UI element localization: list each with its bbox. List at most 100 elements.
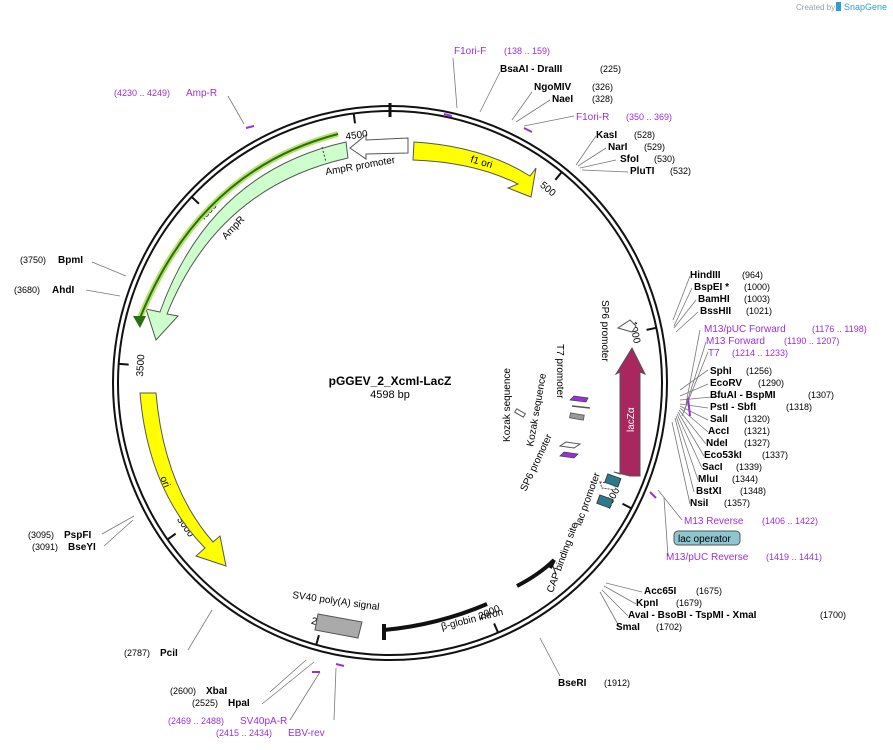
svg-text:(2525): (2525) [192, 698, 218, 708]
plasmid-length: 4598 bp [370, 389, 410, 401]
enzyme-acci[interactable]: AccI [708, 426, 729, 437]
snapgene-logo-icon [836, 2, 841, 11]
ampr-boundary [321, 146, 327, 163]
feature-sp6-arrow-purple[interactable] [559, 451, 579, 459]
tick-mark-2500 [315, 634, 320, 646]
svg-text:(532): (532) [670, 166, 691, 176]
svg-text:(1419 .. 1441): (1419 .. 1441) [766, 552, 822, 562]
primer-markers [245, 113, 691, 673]
feature-ori-arrow[interactable] [139, 392, 227, 567]
primer-ebv-rev[interactable]: EBV-rev [288, 728, 325, 739]
feature-kozak-1[interactable] [513, 408, 527, 418]
enzyme-bamhi[interactable]: BamHI [698, 294, 730, 305]
created-by-text: Created by [796, 3, 835, 12]
feature-lacz-alpha-arrow[interactable] [613, 346, 647, 477]
primer-m13-puc-forward[interactable]: M13/pUC Forward [704, 324, 786, 335]
enzyme-psti[interactable]: PstI [710, 402, 729, 413]
primer-sv40pa-r[interactable]: SV40pA-R [240, 716, 287, 727]
enzyme-tspmi[interactable]: TspMI [695, 610, 723, 621]
enzyme-ndei[interactable]: NdeI [706, 438, 728, 449]
enzyme-avai[interactable]: AvaI [628, 610, 649, 621]
svg-text:(2415 .. 2434): (2415 .. 2434) [216, 728, 272, 738]
svg-text:(1320): (1320) [744, 414, 770, 424]
feature-kozak-2[interactable] [569, 412, 585, 421]
svg-text:(1339): (1339) [736, 462, 762, 472]
enzyme-mlui[interactable]: MluI [698, 474, 718, 485]
enzyme-ahdi[interactable]: AhdI [52, 285, 74, 296]
svg-text:(1406 .. 1422): (1406 .. 1422) [762, 516, 818, 526]
enzyme-bseyi[interactable]: BseYI [68, 542, 96, 553]
enzyme-bsshii[interactable]: BssHII [700, 306, 731, 317]
enzyme-pspfi[interactable]: PspFI [64, 530, 91, 541]
enzyme-xbai[interactable]: XbaI [206, 686, 227, 697]
primer-f1ori-f[interactable]: F1ori-F [454, 46, 486, 57]
leader-lines [85, 57, 723, 721]
feature-cap-binding-site[interactable] [596, 494, 614, 509]
enzyme-bseri[interactable]: BseRI [558, 678, 587, 689]
enzyme-nsii[interactable]: NsiI [690, 498, 709, 509]
svg-text:(2469 .. 2488): (2469 .. 2488) [168, 716, 224, 726]
primer-amp-r[interactable]: Amp-R [186, 88, 217, 99]
feature-sv40-polya[interactable] [314, 613, 363, 639]
primer-t7[interactable]: T7 [708, 348, 720, 359]
enzyme-eco53ki[interactable]: Eco53kI [704, 450, 742, 461]
svg-text:(328): (328) [592, 94, 613, 104]
tick-mark-500 [554, 171, 563, 181]
svg-text:BsaAI - DraIII: BsaAI - DraIII [500, 64, 562, 75]
tick-label-500: 500 [538, 180, 558, 199]
enzyme-ngomiv[interactable]: NgoMIV [534, 82, 572, 93]
svg-text:(1321): (1321) [744, 426, 770, 436]
enzyme-sfoi[interactable]: SfoI [620, 154, 639, 165]
label-sv40-polya: SV40 poly(A) signal [292, 590, 381, 613]
primer-m13-reverse[interactable]: M13 Reverse [684, 516, 744, 527]
enzyme-bspmi[interactable]: BspMI [746, 390, 776, 401]
enzyme-naei[interactable]: NaeI [552, 94, 573, 105]
enzyme-hpai[interactable]: HpaI [228, 698, 250, 709]
svg-text:(2600): (2600) [170, 686, 196, 696]
enzyme-bsaai[interactable]: BsaAI [500, 64, 529, 75]
label-lacz-alpha: lacZα [626, 407, 637, 432]
svg-text:(529): (529) [644, 142, 665, 152]
enzyme-bsaai-pos: (225) [600, 64, 621, 74]
feature-f1-ori-arrow[interactable] [412, 141, 537, 198]
enzyme-draiii[interactable]: DraIII [537, 64, 562, 75]
svg-text:(1307): (1307) [808, 390, 834, 400]
enzyme-sbfi[interactable]: SbfI [737, 402, 756, 413]
enzyme-bsobi[interactable]: BsoBI [658, 610, 687, 621]
enzyme-sali[interactable]: SalI [710, 414, 728, 425]
feature-sp6-promoter-center[interactable] [558, 441, 582, 449]
plasmid-name: pGGEV_2_XcmI-LacZ [329, 374, 452, 388]
svg-text:(1327): (1327) [744, 438, 770, 448]
enzyme-hindiii[interactable]: HindIII [690, 270, 721, 281]
enzyme-bfuai[interactable]: BfuAI [710, 390, 737, 401]
primer-m13-puc-reverse[interactable]: M13/pUC Reverse [666, 552, 749, 563]
enzyme-bstxi[interactable]: BstXI [696, 486, 722, 497]
feature-t7-promoter[interactable] [569, 395, 589, 403]
enzyme-sphi[interactable]: SphI [710, 366, 732, 377]
enzyme-kpni[interactable]: KpnI [636, 598, 658, 609]
enzyme-bspei[interactable]: BspEI * [694, 282, 729, 293]
enzyme-kasi[interactable]: KasI [596, 130, 617, 141]
enzyme-pluti[interactable]: PluTI [630, 166, 655, 177]
tick-mark-3500 [118, 362, 129, 366]
primer-m13-forward[interactable]: M13 Forward [706, 336, 765, 347]
svg-text:(1003): (1003) [744, 294, 770, 304]
enzyme-saci[interactable]: SacI [702, 462, 723, 473]
enzyme-smai[interactable]: SmaI [616, 622, 640, 633]
enzyme-xmai[interactable]: XmaI [733, 610, 757, 621]
feature-ampr-promoter-arrow[interactable] [349, 133, 409, 160]
label-cap-binding-site: CAP binding site [545, 521, 581, 594]
enzyme-bpmi[interactable]: BpmI [58, 255, 83, 266]
feature-sp6-promoter-right[interactable] [616, 319, 637, 333]
feature-lac-operator[interactable] [604, 473, 622, 488]
enzyme-nari[interactable]: NarI [608, 142, 628, 153]
feature-ampr-arrow[interactable] [145, 141, 349, 341]
svg-text:(1337): (1337) [762, 450, 788, 460]
tick-mark-1500 [622, 502, 632, 510]
enzyme-acc65i[interactable]: Acc65I [644, 586, 676, 597]
primer-f1ori-r[interactable]: F1ori-R [576, 112, 609, 123]
lac-operator-badge[interactable] [673, 530, 741, 546]
feature-beta-globin-intron[interactable] [382, 558, 556, 640]
enzyme-pcii[interactable]: PciI [160, 648, 178, 659]
enzyme-ecorv[interactable]: EcoRV [710, 378, 742, 389]
